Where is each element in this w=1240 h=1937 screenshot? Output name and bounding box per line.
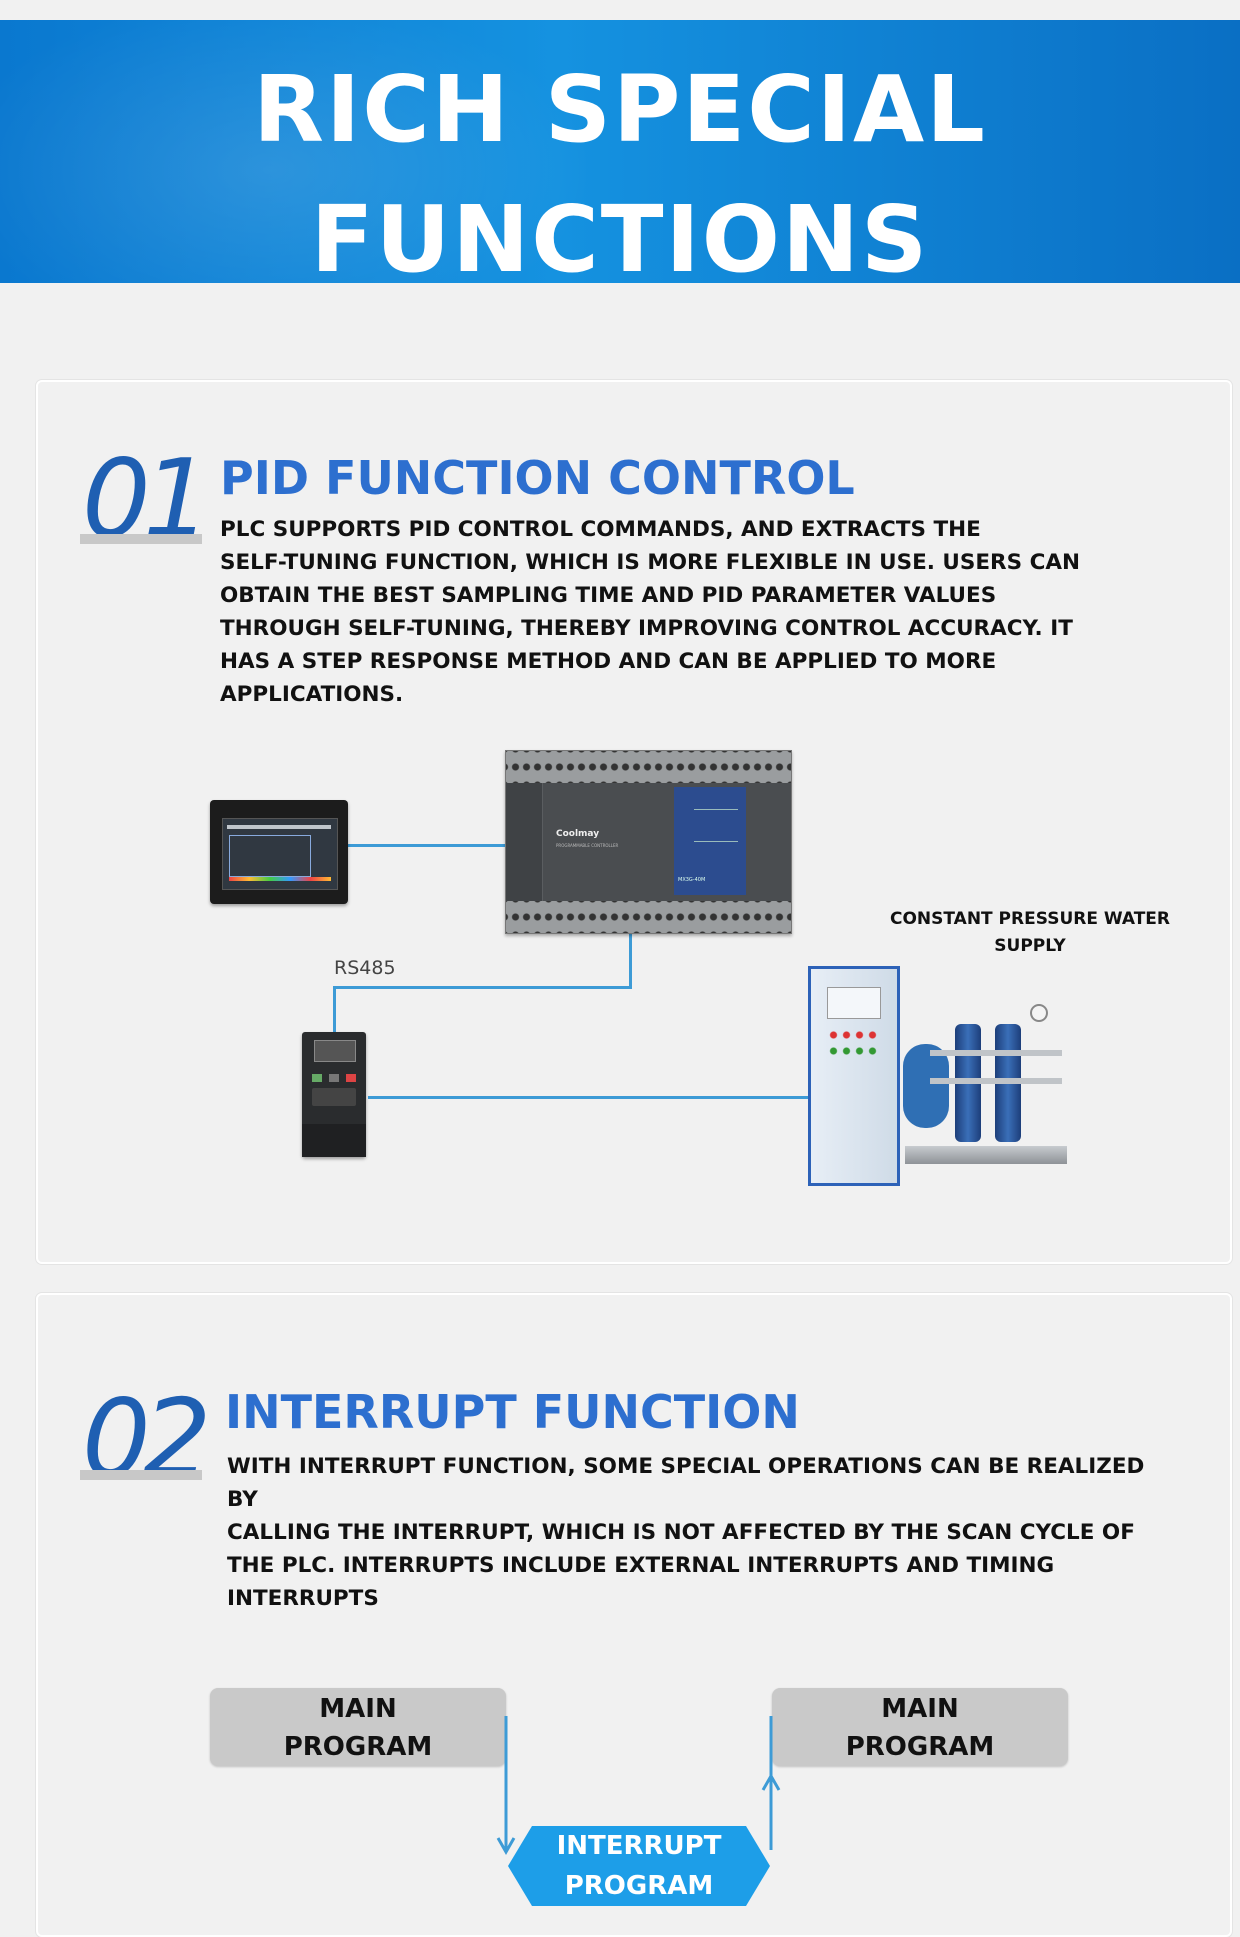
- interrupt-label-line: INTERRUPT: [556, 1831, 722, 1861]
- wire-hmi-plc: [348, 844, 508, 847]
- water-label-line: CONSTANT PRESSURE WATER: [889, 909, 1170, 929]
- interrupt-section-description: WITH INTERRUPT FUNCTION, SOME SPECIAL OP…: [227, 1450, 1157, 1615]
- wire-rs485-horizontal: [333, 986, 632, 989]
- interrupt-desc-line: THE PLC. INTERRUPTS INCLUDE EXTERNAL INT…: [227, 1553, 1055, 1578]
- main-program-left-line: MAIN: [319, 1694, 397, 1724]
- header-banner: RICH SPECIAL FUNCTIONS: [0, 20, 1240, 283]
- hmi-touchscreen: [210, 800, 348, 904]
- pump-pipes: [930, 1050, 1062, 1084]
- banner-title-line2: FUNCTIONS: [310, 186, 930, 283]
- main-program-right-line: MAIN: [881, 1694, 959, 1724]
- wire-plc-down: [629, 930, 632, 988]
- hmi-screen: [222, 818, 338, 890]
- main-program-left-line: PROGRAM: [283, 1732, 433, 1762]
- section-number-underline: [80, 1470, 202, 1480]
- pressure-gauge-icon: [1030, 1004, 1048, 1022]
- plc-blue-panel: MX3G-40M: [674, 787, 746, 895]
- pid-desc-line: PLC SUPPORTS PID CONTROL COMMANDS, AND E…: [220, 517, 981, 542]
- pid-desc-line: APPLICATIONS.: [220, 682, 404, 707]
- interrupt-desc-line: CALLING THE INTERRUPT, WHICH IS NOT AFFE…: [227, 1520, 1135, 1545]
- water-supply-cabinet: [808, 966, 900, 1186]
- banner-title-line1: RICH SPECIAL: [253, 56, 987, 163]
- pressure-tank: [903, 1044, 949, 1128]
- main-program-box-right: MAIN PROGRAM: [772, 1688, 1068, 1766]
- interrupt-program-label: INTERRUPT PROGRAM: [508, 1826, 770, 1906]
- main-program-right-line: PROGRAM: [845, 1732, 995, 1762]
- main-program-box-left: MAIN PROGRAM: [210, 1688, 506, 1766]
- plc-subtitle: PROGRAMMABLE CONTROLLER: [556, 843, 619, 848]
- plc-top-terminals: [506, 751, 791, 783]
- pid-desc-line: HAS A STEP RESPONSE METHOD AND CAN BE AP…: [220, 649, 997, 674]
- interrupt-section-title: INTERRUPT FUNCTION: [225, 1385, 800, 1439]
- wire-rs485-down: [333, 986, 336, 1034]
- inverter-drive: [302, 1032, 366, 1157]
- plc-controller: Coolmay PROGRAMMABLE CONTROLLER MX3G-40M: [505, 750, 792, 934]
- interrupt-desc-line: INTERRUPTS: [227, 1586, 379, 1611]
- plc-model: MX3G-40M: [678, 877, 706, 883]
- water-supply-label: CONSTANT PRESSURE WATER SUPPLY: [880, 906, 1180, 960]
- pid-section-description: PLC SUPPORTS PID CONTROL COMMANDS, AND E…: [220, 513, 1100, 711]
- plc-brand: Coolmay: [556, 829, 600, 839]
- interrupt-label-line: PROGRAM: [564, 1871, 714, 1901]
- plc-left-panel: [506, 783, 543, 901]
- pid-desc-line: SELF-TUNING FUNCTION, WHICH IS MORE FLEX…: [220, 550, 1080, 575]
- section-number-underline: [80, 534, 202, 544]
- banner-title: RICH SPECIAL FUNCTIONS: [0, 45, 1240, 283]
- interrupt-desc-line: WITH INTERRUPT FUNCTION, SOME SPECIAL OP…: [227, 1454, 1145, 1512]
- pid-section-title: PID FUNCTION CONTROL: [220, 451, 855, 505]
- pid-desc-line: THROUGH SELF-TUNING, THEREBY IMPROVING C…: [220, 616, 1073, 641]
- plc-bottom-terminals: [506, 901, 791, 933]
- wire-inverter-pump: [368, 1096, 808, 1099]
- water-label-line: SUPPLY: [994, 936, 1066, 956]
- rs485-label: RS485: [334, 957, 396, 979]
- pid-desc-line: OBTAIN THE BEST SAMPLING TIME AND PID PA…: [220, 583, 997, 608]
- pump-base: [905, 1146, 1067, 1164]
